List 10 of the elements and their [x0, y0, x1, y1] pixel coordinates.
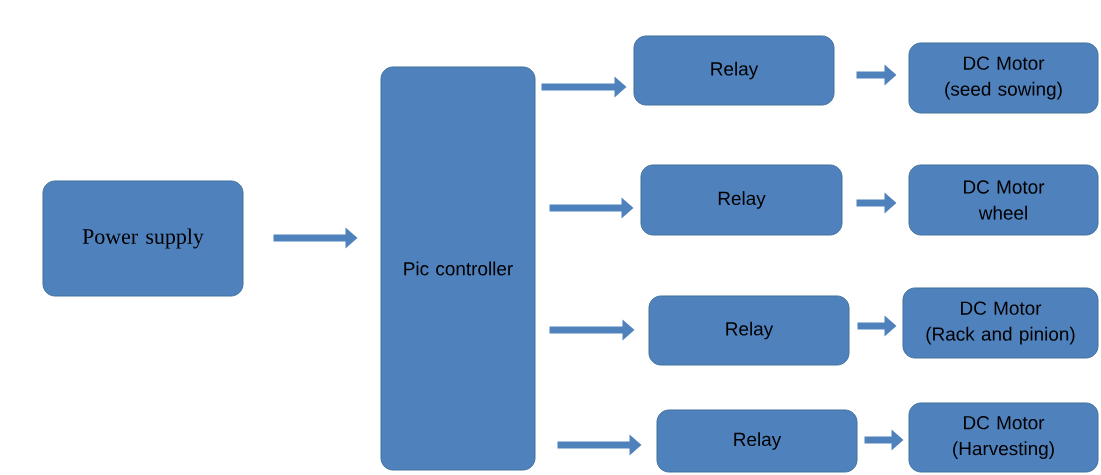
motor-box: DC Motor (seed sowing): [908, 42, 1099, 114]
relay-box: Relay: [656, 409, 858, 473]
motor-box: DC Motor (Rack and pinion): [902, 287, 1099, 359]
motor-box: DC Motor wheel: [908, 164, 1099, 236]
relay-box: Relay: [633, 35, 835, 106]
motor-box: DC Motor (Harvesting): [908, 402, 1099, 473]
relay-box: Relay: [648, 295, 850, 366]
relay-box: Relay: [640, 164, 843, 236]
controller-box: Pic controller: [380, 66, 536, 471]
power-supply-box: Power supply: [42, 180, 244, 297]
